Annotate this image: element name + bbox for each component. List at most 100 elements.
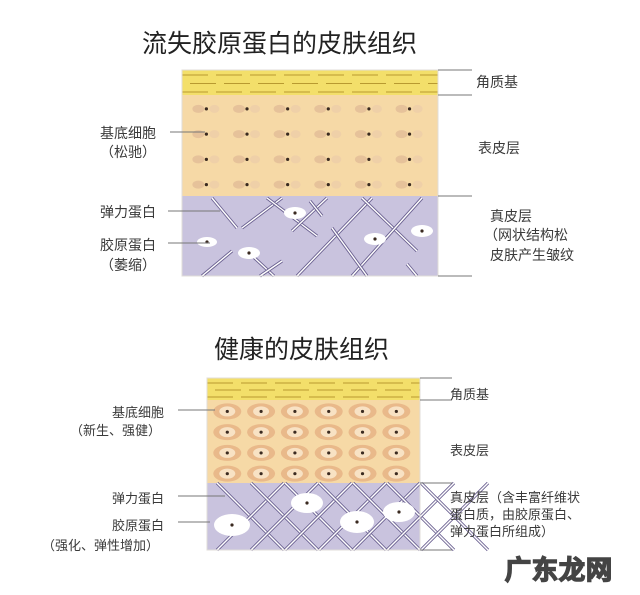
top-basal-cell (331, 104, 342, 113)
bottom-collagen-nucleus (397, 510, 401, 514)
bottom-label-basal: 基底细胞 (112, 406, 165, 421)
bottom-cell-nucleus (394, 472, 398, 476)
top-basal-cell (233, 104, 246, 113)
top-basal-cell (250, 180, 261, 189)
top-collagen-nucleus (293, 211, 297, 215)
bottom-cell-nucleus (225, 409, 229, 414)
top-cell-nucleus (326, 183, 330, 187)
top-cell-nucleus (204, 157, 208, 161)
bottom-cell-nucleus (225, 451, 229, 455)
top-label-elastin: 弹力蛋白 (100, 205, 156, 221)
top-basal-cell (250, 104, 261, 113)
top-cell-nucleus (286, 107, 290, 111)
bottom-cell-nucleus (259, 430, 263, 434)
bottom-cell-nucleus (259, 451, 263, 455)
bottom-cell-nucleus (259, 409, 263, 414)
top-elastin-fiber-core (296, 197, 373, 277)
top-basal-cell (331, 180, 342, 189)
top-basal-cell (233, 130, 246, 139)
top-basal-cell (314, 104, 327, 113)
top-basal-cell (290, 180, 301, 189)
top-elastin-fiber-core (259, 260, 283, 277)
top-basal-cell (314, 180, 327, 189)
top-cell-nucleus (204, 132, 208, 136)
top-basal-cell (209, 130, 220, 139)
top-basal-cell (412, 155, 423, 164)
bottom-label-dermis-3: 弹力蛋白所组成） (450, 525, 555, 540)
top-basal-cell (192, 180, 205, 189)
bottom-cell-nucleus (394, 430, 398, 434)
bottom-label-elastin: 弹力蛋白 (112, 492, 165, 507)
top-basal-cell (354, 104, 367, 113)
top-elastin-fiber-core (406, 263, 418, 277)
top-collagen-nucleus (373, 237, 377, 241)
top-frame (181, 69, 439, 277)
watermark-logo: 广东龙网 (504, 555, 614, 587)
bottom-cell-nucleus (327, 430, 331, 434)
bottom-elastin-fiber-core (420, 482, 489, 551)
top-basal-cell (395, 155, 408, 164)
top-basal-cell (314, 155, 327, 164)
bottom-cell-nucleus (360, 451, 365, 455)
bottom-cell-nucleus (327, 409, 331, 414)
top-basal-cell (290, 104, 301, 113)
top-basal-cell (192, 155, 205, 164)
top-elastin-fiber-core (201, 250, 233, 277)
bottom-cell-nucleus (327, 451, 331, 455)
top-elastin-fiber-core (331, 227, 368, 277)
top-basal-cell (250, 130, 261, 139)
top-label-basal: 基底细胞 (100, 126, 156, 142)
top-cell-nucleus (407, 183, 412, 187)
top-label-dermis-3: 皮肤产生皱纹 (490, 248, 574, 264)
top-basal-cell (412, 180, 423, 189)
top-basal-cell (209, 104, 220, 113)
top-cell-nucleus (245, 107, 249, 111)
bottom-cell-nucleus (293, 409, 297, 414)
top-basal-cell (354, 155, 367, 164)
bottom-collagen-nucleus (230, 523, 234, 527)
top-elastin-fiber-core (309, 200, 323, 217)
bottom-cell-nucleus (293, 430, 297, 434)
top-cell-nucleus (326, 107, 330, 111)
bottom-collagen-nucleus (305, 501, 309, 505)
bottom-label-stratum: 角质基 (450, 388, 490, 403)
top-cell-nucleus (286, 157, 290, 161)
top-basal-cell (233, 180, 246, 189)
top-label-collagen: 胶原蛋白 (100, 238, 156, 254)
top-cell-nucleus (326, 157, 330, 161)
bottom-cell-nucleus (293, 451, 297, 455)
top-cell-nucleus (407, 132, 412, 136)
top-basal-cell (273, 130, 286, 139)
bottom-cell-nucleus (360, 472, 365, 476)
bottom-elastin-fiber-core (216, 482, 285, 551)
bottom-cell-nucleus (360, 409, 365, 414)
bottom-cell-nucleus (360, 430, 365, 434)
top-label-stratum: 角质基 (476, 75, 518, 91)
top-basal-cell (395, 130, 408, 139)
top-basal-cell (354, 130, 367, 139)
top-basal-cell (395, 104, 408, 113)
bottom-frame (206, 377, 421, 551)
top-basal-cell (314, 130, 327, 139)
top-label-epidermis: 表皮层 (478, 141, 520, 157)
top-cell-nucleus (367, 132, 371, 136)
bottom-collagen-nucleus (355, 520, 359, 524)
top-basal-cell (371, 155, 382, 164)
top-collagen-nucleus (247, 251, 251, 255)
top-basal-cell (273, 180, 286, 189)
top-basal-cell (192, 104, 205, 113)
top-cell-nucleus (407, 157, 412, 161)
bottom-cell-nucleus (225, 472, 229, 476)
top-basal-cell (371, 180, 382, 189)
top-elastin-fiber-core (291, 197, 328, 232)
top-basal-cell (290, 130, 301, 139)
bottom-label-dermis-1: 真皮层（含丰富纤维状 (450, 491, 581, 506)
bottom-cell-nucleus (394, 409, 398, 414)
top-cell-nucleus (367, 107, 371, 111)
top-title: 流失胶原蛋白的皮肤组织 (142, 29, 418, 58)
top-basal-cell (412, 130, 423, 139)
top-basal-cell (371, 130, 382, 139)
top-basal-cell (192, 130, 205, 139)
top-label-dermis-1: 真皮层 (490, 209, 532, 225)
top-basal-cell (209, 180, 220, 189)
